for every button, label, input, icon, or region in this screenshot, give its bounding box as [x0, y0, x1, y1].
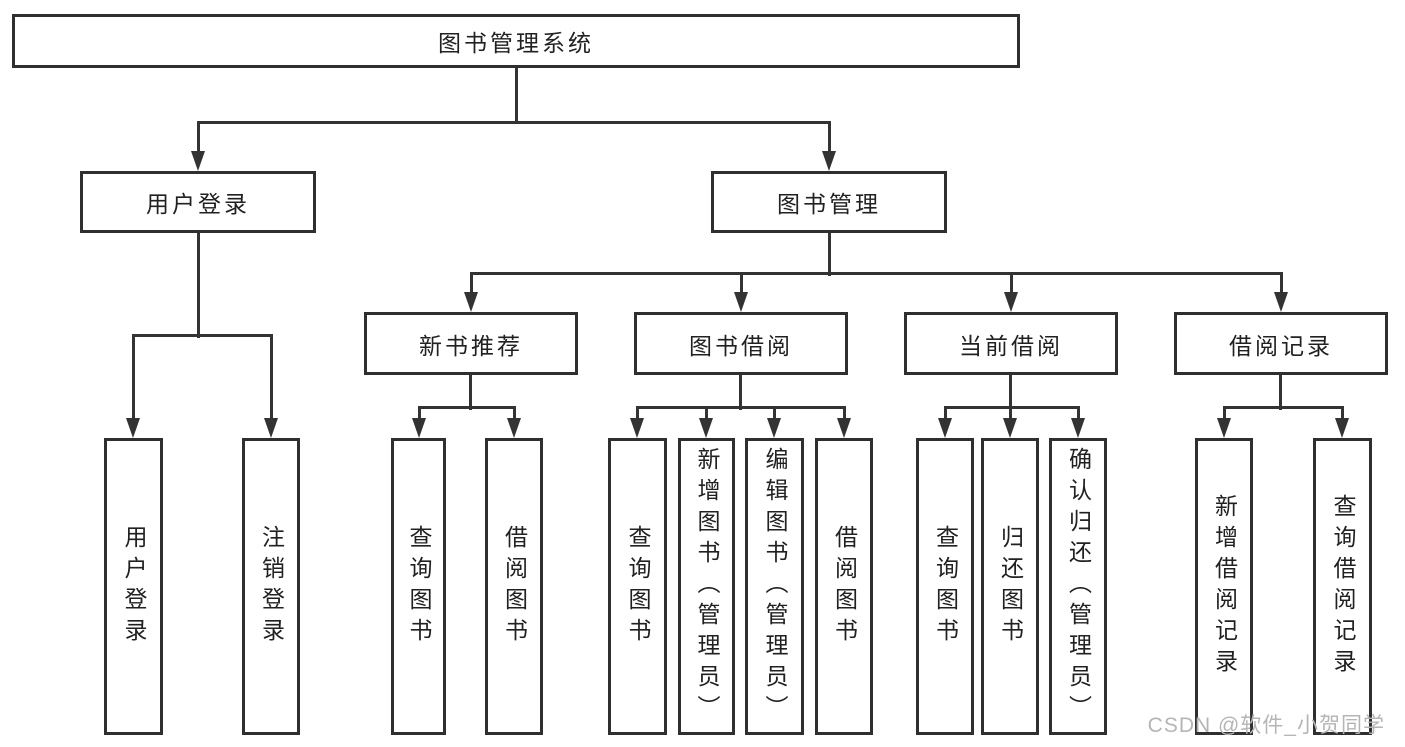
arrow-down-icon [938, 418, 952, 438]
arrow-down-icon [507, 418, 521, 438]
arrow-down-icon [822, 151, 836, 171]
node-label: 当前借阅 [959, 332, 1063, 359]
connector-line [1077, 406, 1080, 422]
node-label: 借阅图书 [501, 524, 528, 649]
arrow-down-icon [767, 418, 781, 438]
node-label: 借阅记录 [1229, 332, 1333, 359]
node-label: 图书管理 [777, 191, 881, 217]
node-label: 查询借阅记录 [1330, 493, 1356, 680]
node-leaf-return-books: 归还图书 [981, 438, 1039, 735]
arrow-down-icon [412, 418, 426, 438]
node-leaf-logout: 注销登录 [242, 438, 300, 735]
node-label: 图书管理系统 [438, 30, 594, 56]
connector-line [1009, 373, 1012, 410]
node-borrowing-records: 借阅记录 [1174, 312, 1388, 375]
node-label: 注销登录 [258, 524, 285, 649]
connector-line [197, 231, 200, 338]
arrow-down-icon [264, 418, 278, 438]
node-label: 确认归还（管理员） [1065, 447, 1092, 726]
node-label: 新增图书（管理员） [694, 447, 720, 726]
node-leaf-edit-books-admin: 编辑图书（管理员） [745, 438, 804, 735]
arrow-down-icon [1003, 418, 1017, 438]
node-leaf-borrow-books-recommend: 借阅图书 [485, 438, 543, 735]
node-user-login: 用户登录 [80, 171, 316, 233]
node-book-borrowing: 图书借阅 [634, 312, 848, 375]
node-label: 查询图书 [406, 524, 432, 649]
connector-line [1009, 406, 1012, 422]
arrow-down-icon [1217, 418, 1231, 438]
connector-line [513, 406, 516, 422]
node-label: 编辑图书（管理员） [762, 447, 788, 726]
connector-line [197, 121, 200, 155]
node-leaf-query-borrow-record: 查询借阅记录 [1313, 438, 1372, 735]
connector-line [773, 406, 776, 422]
connector-line [828, 121, 831, 155]
node-leaf-query-books-borrowing: 查询图书 [608, 438, 667, 735]
connector-line [1223, 406, 1226, 422]
arrow-down-icon [734, 292, 748, 312]
node-label: 用户登录 [146, 191, 250, 217]
node-leaf-borrow-books: 借阅图书 [815, 438, 873, 735]
connector-line [197, 121, 831, 124]
node-leaf-query-books-recommend: 查询图书 [391, 438, 446, 735]
connector-line [843, 406, 846, 422]
connector-line [944, 406, 947, 422]
arrow-down-icon [191, 151, 205, 171]
arrow-down-icon [1274, 292, 1288, 312]
arrow-down-icon [1071, 418, 1085, 438]
node-leaf-confirm-return-admin: 确认归还（管理员） [1049, 438, 1107, 735]
connector-line [270, 334, 273, 422]
connector-line [705, 406, 708, 422]
node-library-management-system: 图书管理系统 [12, 14, 1020, 68]
connector-line [418, 406, 516, 409]
arrow-down-icon [837, 418, 851, 438]
node-label: 用户登录 [121, 524, 147, 649]
connector-line [739, 373, 742, 410]
node-label: 查询图书 [932, 524, 959, 649]
node-leaf-user-login: 用户登录 [104, 438, 163, 735]
node-current-borrowing: 当前借阅 [904, 312, 1118, 375]
arrow-down-icon [699, 418, 713, 438]
node-label: 新书推荐 [419, 332, 523, 359]
arrow-down-icon [126, 418, 140, 438]
arrow-down-icon [464, 292, 478, 312]
connector-line [418, 406, 421, 422]
csdn-watermark: CSDN @软件_小贺同学 [1147, 714, 1385, 737]
connector-line [470, 272, 1283, 275]
node-leaf-query-books-current: 查询图书 [916, 438, 974, 735]
node-label: 查询图书 [625, 524, 651, 649]
connector-line [1223, 406, 1344, 409]
arrow-down-icon [1335, 418, 1349, 438]
arrow-down-icon [1004, 292, 1018, 312]
node-label: 归还图书 [997, 524, 1024, 649]
connector-line [1010, 272, 1013, 296]
node-label: 图书借阅 [689, 332, 793, 359]
node-book-management: 图书管理 [711, 171, 947, 233]
connector-line [132, 334, 135, 422]
connector-line [1279, 373, 1282, 410]
connector-line [636, 406, 639, 422]
connector-line [636, 406, 846, 409]
node-leaf-add-books-admin: 新增图书（管理员） [678, 438, 735, 735]
connector-line [469, 373, 472, 410]
arrow-down-icon [630, 418, 644, 438]
connector-line [944, 406, 1080, 409]
connector-line [470, 272, 473, 296]
connector-line [1280, 272, 1283, 296]
node-label: 新增借阅记录 [1211, 493, 1238, 680]
node-new-book-recommendation: 新书推荐 [364, 312, 578, 375]
connector-line [132, 334, 273, 337]
node-leaf-add-borrow-record: 新增借阅记录 [1195, 438, 1253, 735]
connector-line [740, 272, 743, 296]
node-label: 借阅图书 [831, 524, 858, 649]
connector-line [1341, 406, 1344, 422]
connector-line [515, 66, 518, 124]
connector-line [828, 231, 831, 276]
